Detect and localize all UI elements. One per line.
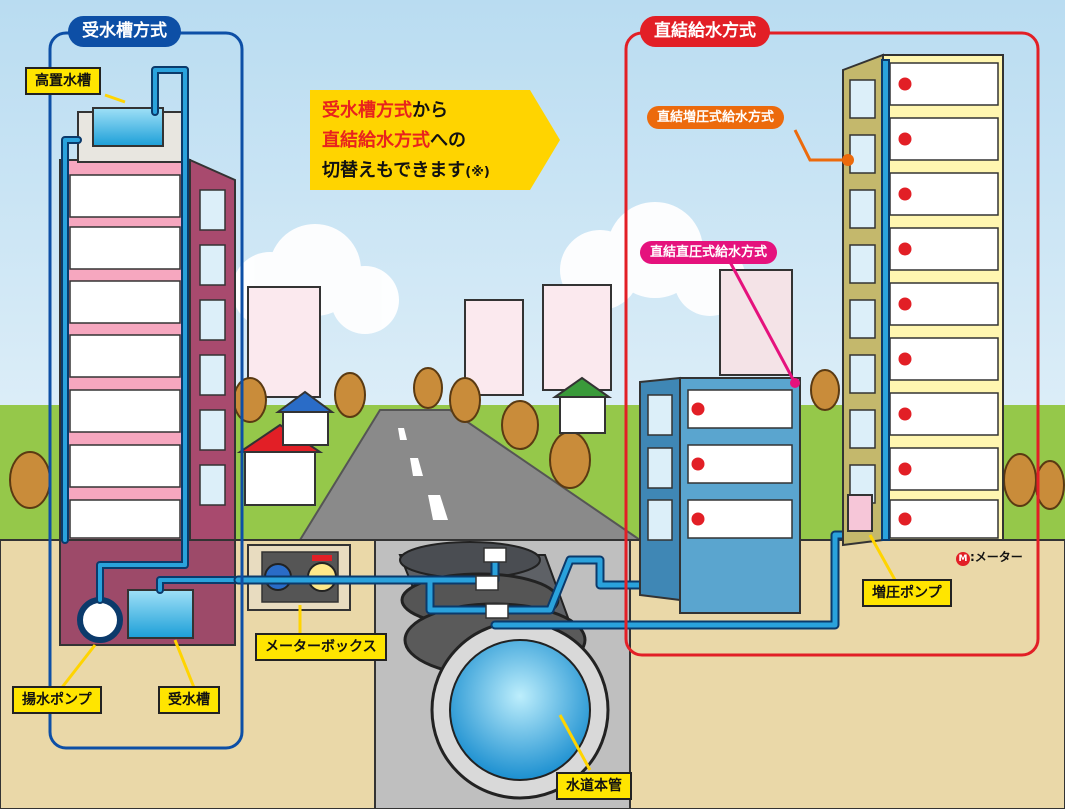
pipe-joints: [475, 547, 509, 619]
trees: [9, 367, 1065, 510]
receiving-tank-label: 受水槽: [158, 686, 220, 714]
elevated-tank-label: 高置水槽: [25, 67, 101, 95]
direct-method-title: 直結給水方式: [640, 16, 770, 47]
lift-pump: [77, 597, 123, 643]
meter-legend: M:メーター: [956, 551, 1023, 566]
tank-building-side-windows: [199, 189, 226, 506]
meters: [690, 76, 913, 527]
houses: [236, 376, 613, 506]
road-markings: [398, 428, 448, 520]
direct-pressure-building: [639, 376, 801, 614]
tank-building-floors: [69, 174, 181, 539]
callout-rest-1: から: [412, 100, 448, 121]
direct-method-frame: [624, 31, 1040, 657]
meter-legend-text: :メーター: [970, 550, 1023, 564]
booster-riser-pipe: [881, 59, 890, 541]
lift-pump-label: 揚水ポンプ: [12, 686, 102, 714]
callout-text: 受水槽方式から 直結給水方式への 切替えもできます(※): [322, 96, 490, 188]
water-main-label: 水道本管: [556, 772, 632, 800]
booster-pump-label: 増圧ポンプ: [862, 579, 952, 607]
booster-pump: [847, 494, 873, 532]
callout-arrow: [310, 90, 560, 190]
callout-highlight-1: 受水槽方式: [322, 100, 412, 121]
elevated-tank: [92, 107, 164, 147]
direct-method-label: 直結直圧式給水方式: [640, 241, 778, 264]
receiving-tank: [127, 589, 194, 639]
background-buildings: [247, 269, 793, 398]
meter-box-label: メーターボックス: [255, 633, 387, 661]
tank-method-title: 受水槽方式: [68, 16, 181, 47]
meter-legend-icon: M: [956, 552, 970, 566]
leader-lines: [58, 93, 897, 771]
pipes-left: [63, 68, 240, 602]
callout-highlight-2: 直結給水方式: [322, 130, 430, 151]
callout-rest-2: への: [430, 130, 466, 151]
booster-method-label: 直結増圧式給水方式: [647, 106, 785, 129]
callout-note: (※): [465, 165, 490, 180]
callout-line-3: 切替えもできます: [322, 160, 466, 181]
